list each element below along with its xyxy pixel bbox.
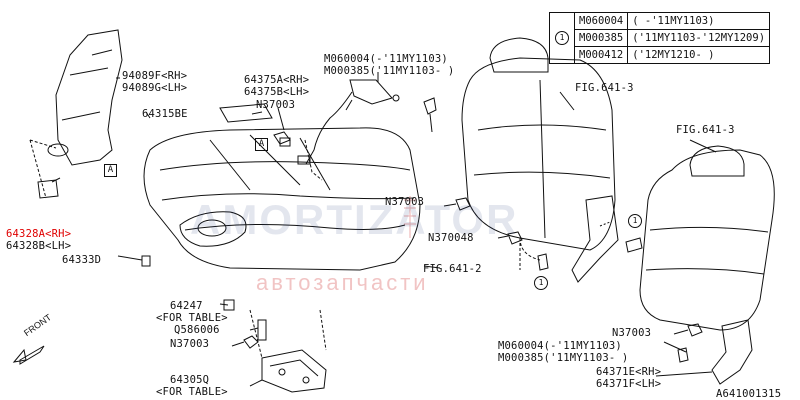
cover-flap xyxy=(219,103,273,123)
label-n37003-low[interactable]: N37003 xyxy=(170,338,210,350)
model-code-table: 1 M060004 ( -'11MY1103) M000385 ('11MY11… xyxy=(549,12,771,64)
buckle-cable xyxy=(305,91,353,165)
nut-n370048 xyxy=(507,231,523,245)
clip-64333d xyxy=(141,255,151,267)
label-fig641-3-b[interactable]: FIG.641-3 xyxy=(676,124,735,136)
label-64315be[interactable]: 64315BE xyxy=(142,108,188,120)
table-row: 1 M060004 ( -'11MY1103) xyxy=(549,12,771,64)
watermark-shock xyxy=(404,196,416,238)
bolt-n37003-low xyxy=(243,335,259,349)
nut-n37003-top xyxy=(273,131,291,145)
label-64371f[interactable]: 64371F<LH> xyxy=(596,378,662,390)
code-cell: M000412 xyxy=(573,46,629,64)
label-64247[interactable]: 64247 xyxy=(170,300,203,312)
label-94089f[interactable]: 94089F<RH> xyxy=(122,70,188,82)
backrest-lh xyxy=(639,149,775,331)
range-cell: ( -'11MY1103) xyxy=(627,12,771,30)
label-64305q[interactable]: 64305Q xyxy=(170,374,210,386)
headrest-rh xyxy=(489,37,549,73)
label-64375a[interactable]: 64375A<RH> xyxy=(244,74,310,86)
circle-marker: 1 xyxy=(555,31,569,45)
label-n37003-mid[interactable]: N37003 xyxy=(385,196,425,208)
callout-circle-1: 1 xyxy=(534,276,548,290)
table-marker-cell: 1 xyxy=(549,12,575,64)
clip-64328 xyxy=(37,179,59,199)
label-64333d[interactable]: 64333D xyxy=(62,254,102,266)
label-64375b[interactable]: 64375B<LH> xyxy=(244,86,310,98)
callout-circle-1: 1 xyxy=(628,214,642,228)
callout-box-a: A xyxy=(255,138,268,151)
label-64247-for-table: <FOR TABLE> xyxy=(156,312,228,324)
side-trim-panel xyxy=(55,29,123,166)
table-bracket xyxy=(261,349,327,393)
table-row: M000385 ('11MY1103-'12MY1209) xyxy=(550,29,771,47)
watermark-subtitle: автозапчасти xyxy=(256,270,429,295)
bolt-lower xyxy=(537,253,549,271)
label-n37003-right[interactable]: N37003 xyxy=(612,327,652,339)
bolt-bottom xyxy=(677,347,689,363)
callout-box-a: A xyxy=(104,164,117,177)
bolt-right xyxy=(625,237,643,253)
range-cell: ('11MY1103-'12MY1209) xyxy=(627,29,771,47)
range-cell: ('12MY1210- ) xyxy=(627,46,771,64)
code-cell: M000385 xyxy=(573,29,629,47)
hinge-bracket-rh xyxy=(571,195,619,283)
table-row: M000412 ('12MY1210- ) xyxy=(550,46,771,64)
nut-n37003-mid xyxy=(455,197,471,211)
label-q586006[interactable]: Q586006 xyxy=(174,324,220,336)
seat-cushion xyxy=(143,127,421,271)
label-n370048[interactable]: N370048 xyxy=(428,232,474,244)
label-fig641-3-a[interactable]: FIG.641-3 xyxy=(575,82,634,94)
hinge-bracket-lh xyxy=(711,319,753,385)
bolt-q586006 xyxy=(257,319,267,341)
cup-holder xyxy=(179,211,247,247)
label-64305q-for-table: <FOR TABLE> xyxy=(156,386,228,398)
label-m060004-bottom[interactable]: M060004(-'11MY1103) xyxy=(498,340,622,352)
backrest-rh xyxy=(461,57,616,251)
headrest-lh xyxy=(689,145,745,177)
label-64328a[interactable]: 64328A<RH> xyxy=(6,228,72,240)
label-m000385-top[interactable]: M000385('11MY1103- ) xyxy=(324,65,455,77)
label-n37003-top[interactable]: N37003 xyxy=(256,99,296,111)
nut-n37003-right xyxy=(687,323,703,337)
label-m060004-top[interactable]: M060004(-'11MY1103) xyxy=(324,53,448,65)
label-94089g[interactable]: 94089G<LH> xyxy=(122,82,188,94)
label-64371e[interactable]: 64371E<RH> xyxy=(596,366,662,378)
front-arrow xyxy=(19,345,45,365)
watermark-brand: AMORTIZATOR xyxy=(190,196,519,243)
bolt-top xyxy=(423,97,437,115)
code-cell: M060004 xyxy=(573,12,629,30)
label-64328b[interactable]: 64328B<LH> xyxy=(6,240,72,252)
label-m000385-bottom[interactable]: M000385('11MY1103- ) xyxy=(498,352,629,364)
diagram-reference-code: A641001315 xyxy=(716,388,782,400)
trim-clip xyxy=(47,143,69,157)
label-fig641-2[interactable]: FIG.641-2 xyxy=(423,263,482,275)
